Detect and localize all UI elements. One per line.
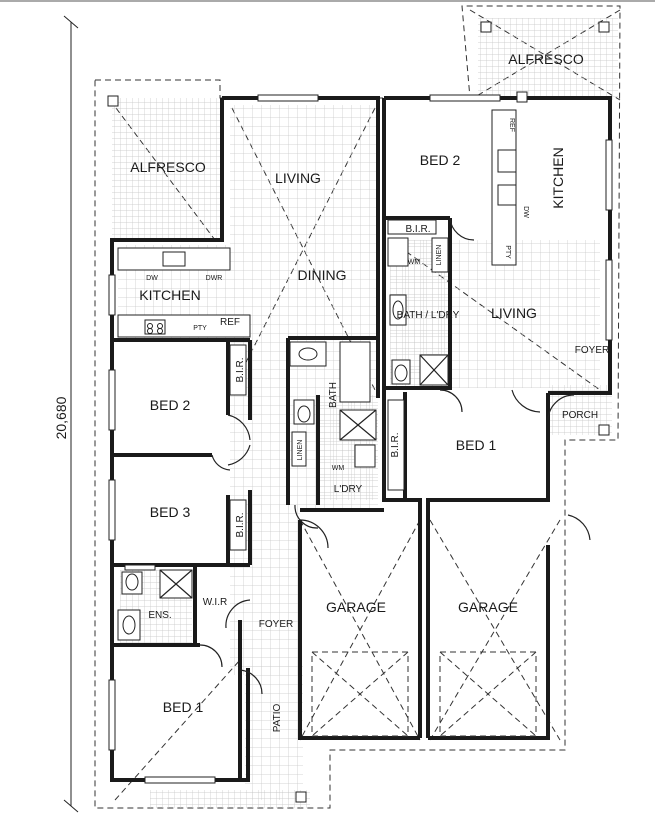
label-foyer-right: FOYER — [575, 345, 609, 356]
label-dw-left: DW — [146, 275, 158, 282]
bathtub-icon — [339, 341, 371, 403]
left-unit-labels: ALFRESCO KITCHEN DW DWR PTY REF LIVING D… — [130, 159, 386, 732]
doors — [199, 217, 591, 695]
label-bed3-left: BED 3 — [150, 504, 191, 520]
cooktop-icon — [497, 149, 517, 173]
label-wm-right: WM — [408, 259, 421, 266]
basin-icon — [289, 341, 327, 367]
label-kitchen-right: KITCHEN — [550, 147, 566, 208]
label-bir-right: B.I.R. — [405, 224, 430, 235]
label-foyer-left: FOYER — [259, 619, 293, 630]
label-wir-left: W.I.R — [203, 597, 227, 608]
label-garage-left: GARAGE — [326, 599, 386, 615]
label-garage-right: GARAGE — [458, 599, 518, 615]
label-alfresco-left: ALFRESCO — [130, 159, 206, 175]
fixtures — [117, 109, 517, 641]
label-linen-left: LINEN — [297, 440, 304, 461]
label-bed2-right: BED 2 — [420, 152, 461, 168]
label-bed2-left: BED 2 — [150, 397, 191, 413]
label-pty-left: PTY — [193, 325, 207, 332]
label-bed1-left: BED 1 — [163, 699, 204, 715]
posts — [107, 21, 610, 803]
label-ref-left: REF — [220, 317, 240, 328]
label-alfresco-right: ALFRESCO — [508, 51, 584, 67]
label-linen-right: LINEN — [436, 245, 443, 266]
label-living-left: LIVING — [275, 170, 321, 186]
linen-cupboard — [431, 237, 449, 273]
label-pty-right: PTY — [504, 245, 511, 259]
label-wm-left: WM — [332, 465, 345, 472]
label-patio-left: PATIO — [272, 704, 283, 733]
label-dining-left: DINING — [298, 267, 347, 283]
robe-bed2 — [229, 344, 247, 396]
label-bir-bed2-left: B.I.R. — [235, 357, 246, 382]
label-kitchen-left: KITCHEN — [139, 287, 200, 303]
label-living-right: LIVING — [491, 305, 537, 321]
label-bath-ldry-right: BATH / L'DRY — [397, 310, 460, 321]
label-bath-left: BATH — [328, 382, 339, 408]
label-bed1-right: BED 1 — [456, 437, 497, 453]
windows — [108, 94, 613, 784]
dimension-text: 20,680 — [53, 396, 69, 439]
label-bir-bed1-right: B.I.R. — [390, 432, 401, 457]
dimension-line: 20,680 — [53, 15, 79, 813]
label-ref-right: REF — [508, 118, 515, 132]
garage-doors — [311, 651, 537, 737]
robe-right-bed2 — [387, 219, 437, 235]
label-porch-right: PORCH — [562, 410, 598, 421]
label-ldry-left: L'DRY — [334, 484, 363, 495]
right-unit-labels: ALFRESCO BED 2 B.I.R. LINEN WM BATH / L'… — [390, 51, 609, 615]
linen-cupboard — [291, 431, 307, 467]
robe-right-bed1 — [387, 399, 405, 491]
label-bir-bed3-left: B.I.R. — [235, 512, 246, 537]
label-dw-right: DW — [522, 206, 529, 218]
robe-bed3 — [229, 499, 247, 551]
label-ens-left: ENS. — [148, 610, 171, 621]
sink-icon — [497, 184, 517, 206]
tub-icon — [387, 237, 409, 267]
sink-icon — [162, 251, 186, 267]
tub-icon — [354, 444, 376, 468]
label-dwr-left: DWR — [206, 275, 223, 282]
